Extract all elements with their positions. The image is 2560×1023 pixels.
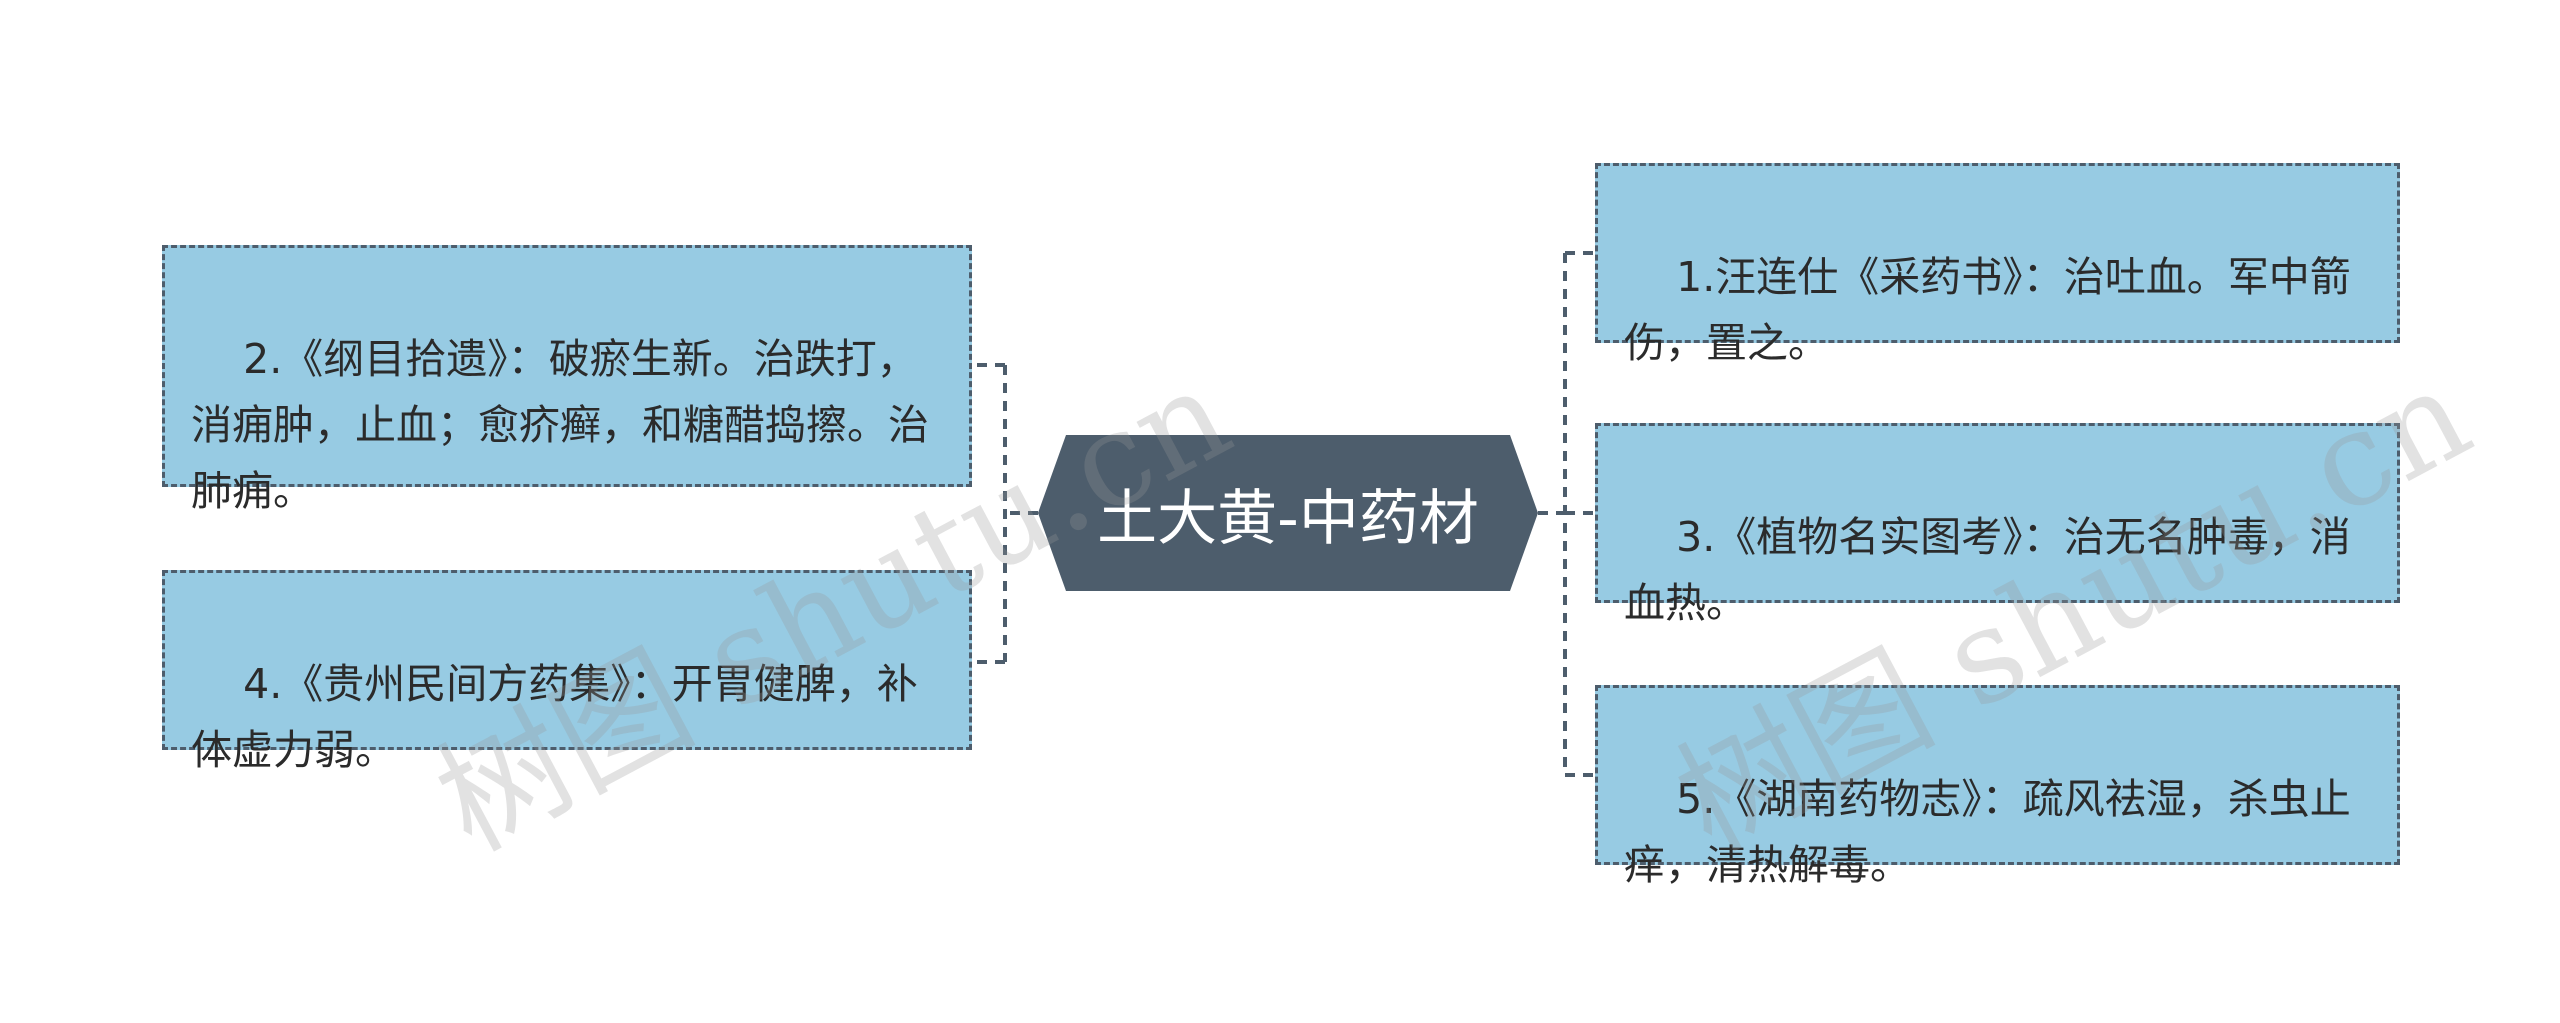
central-topic-label: 土大黄-中药材 xyxy=(1097,483,1479,554)
topic-node-5-text: 5.《湖南药物志》：疏风祛湿，杀虫止痒，清热解毒。 xyxy=(1624,775,2351,889)
topic-node-2[interactable]: 2.《纲目拾遗》：破瘀生新。治跌打，消痈肿，止血；愈疥癣，和糖醋捣擦。治肺痈。 xyxy=(162,245,972,515)
topic-node-3[interactable]: 3.《植物名实图考》：治无名肿毒，消血热。 xyxy=(1595,423,2400,627)
central-topic[interactable]: 土大黄-中药材 xyxy=(1038,435,1538,591)
topic-node-1[interactable]: 1.汪连仕《采药书》：治吐血。军中箭伤，置之。 xyxy=(1595,163,2400,367)
topic-node-4[interactable]: 4.《贵州民间方药集》：开胃健脾，补体虚力弱。 xyxy=(162,570,972,774)
topic-node-4-text: 4.《贵州民间方药集》：开胃健脾，补体虚力弱。 xyxy=(191,660,918,774)
central-topic-shape xyxy=(1038,435,1538,591)
topic-node-3-text: 3.《植物名实图考》：治无名肿毒，消血热。 xyxy=(1624,513,2351,627)
topic-node-2-text: 2.《纲目拾遗》：破瘀生新。治跌打，消痈肿，止血；愈疥癣，和糖醋捣擦。治肺痈。 xyxy=(191,335,929,515)
topic-node-1-text: 1.汪连仕《采药书》：治吐血。军中箭伤，置之。 xyxy=(1624,253,2351,367)
topic-node-5[interactable]: 5.《湖南药物志》：疏风祛湿，杀虫止痒，清热解毒。 xyxy=(1595,685,2400,889)
